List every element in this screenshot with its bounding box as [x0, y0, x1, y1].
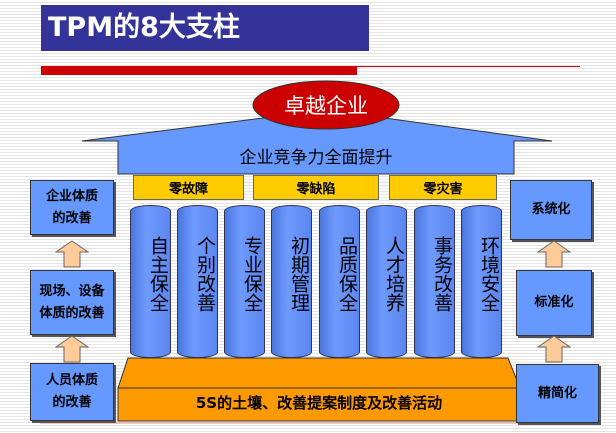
zero-defect: 零缺陷 — [253, 175, 379, 200]
pillar: 个别改善 — [177, 205, 218, 358]
up-arrow-icon — [55, 240, 89, 268]
top-goal-ellipse — [252, 80, 400, 130]
up-arrow-icon — [537, 240, 571, 268]
top-goal-label: 卓越企业 — [284, 94, 368, 118]
zero-breakdown: 零故障 — [133, 175, 244, 200]
pillar-label: 人才培养 — [383, 236, 405, 312]
slide-title: TPM的8大支柱 — [41, 5, 369, 51]
pillar: 专业保全 — [224, 205, 265, 358]
pillar-label: 个别改善 — [194, 236, 216, 312]
pillar: 环境安全 — [461, 205, 502, 358]
zero-accident: 零灾害 — [389, 175, 497, 200]
roof-label: 企业竞争力全面提升 — [239, 148, 393, 168]
pillar-label: 环境安全 — [478, 236, 500, 312]
left-step-3: 人员体质的改善 — [30, 363, 114, 421]
pillar: 初期管理 — [271, 205, 312, 358]
left-step-1: 企业体质的改善 — [30, 180, 114, 235]
title-underline — [41, 66, 357, 75]
up-arrow-icon — [537, 335, 571, 363]
right-step-3: 精简化 — [516, 364, 599, 423]
pillar-label: 初期管理 — [288, 236, 310, 312]
foundation-front — [117, 387, 521, 422]
pillar: 事务改善 — [414, 205, 455, 358]
foundation-top — [117, 357, 521, 389]
pillar-label: 专业保全 — [241, 236, 263, 312]
pillar: 品质保全 — [319, 205, 360, 358]
right-step-1: 系统化 — [510, 180, 592, 240]
pillar: 自主保全 — [130, 205, 171, 358]
foundation-label: 5S的土壤、改善提案制度及改善活动 — [195, 394, 443, 412]
up-arrow-icon — [55, 335, 89, 363]
pillar-label: 自主保全 — [147, 236, 169, 312]
pillar: 人才培养 — [366, 205, 407, 358]
pillar-label: 事务改善 — [431, 236, 453, 312]
left-step-2: 现场、设备体质的改善 — [30, 270, 114, 335]
title-underline-thin — [357, 66, 580, 67]
right-step-2: 标准化 — [516, 270, 592, 336]
pillar-label: 品质保全 — [336, 236, 358, 312]
